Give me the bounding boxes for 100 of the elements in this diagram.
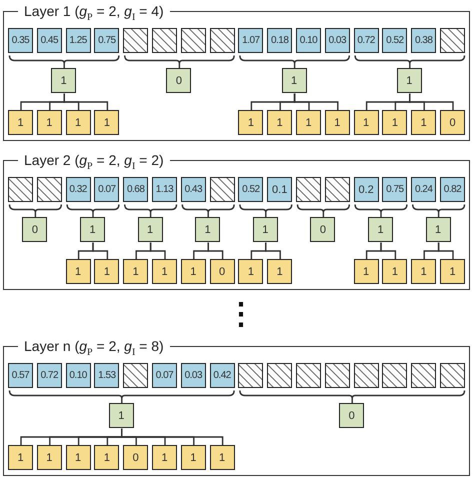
mask-bit-box: 1 — [382, 110, 408, 135]
value-cell: 0.72 — [354, 28, 379, 53]
value-cell: 1.07 — [238, 28, 264, 53]
group-flag-box: 1 — [195, 217, 220, 242]
vertical-ellipsis: ⋮ — [226, 298, 256, 332]
mask-bit-box: 1 — [411, 259, 436, 284]
value-cell: 0.45 — [36, 28, 62, 53]
mask-bit-box: 1 — [152, 259, 177, 284]
group-flag-box: 0 — [310, 217, 336, 242]
hatched-cell — [324, 177, 350, 202]
hatched-cell — [152, 28, 177, 53]
mask-bit-box: 1 — [238, 110, 264, 135]
mask-bit-box: 1 — [123, 259, 148, 284]
mask-bit-box: 0 — [440, 110, 465, 135]
value-cell: 0.2 — [354, 177, 379, 202]
mask-bit-box: 0 — [123, 445, 148, 470]
value-cell: 0.18 — [267, 28, 292, 53]
hatched-cell — [36, 177, 62, 202]
value-cell: 0.32 — [66, 177, 91, 202]
value-cell: 0.03 — [180, 363, 206, 388]
tree-connector — [265, 242, 281, 260]
hatched-cell — [123, 363, 148, 388]
hatched-cell — [411, 363, 436, 388]
value-cell: 0.82 — [440, 177, 465, 202]
group-flag-box: 1 — [426, 217, 451, 242]
mask-bit-box: 1 — [36, 445, 62, 470]
group-flag-box: 0 — [22, 217, 48, 242]
mask-bit-box: 1 — [66, 259, 91, 284]
value-cell: 0.07 — [94, 177, 120, 202]
value-cell: 0.72 — [36, 363, 62, 388]
group-flag-box: 1 — [80, 217, 105, 242]
hatched-cell — [324, 363, 350, 388]
value-cell: 0.10 — [66, 363, 91, 388]
hatched-cell — [123, 28, 148, 53]
mask-bit-box: 1 — [152, 445, 177, 470]
mask-bit-box: 1 — [296, 110, 321, 135]
mask-bit-box: 1 — [382, 259, 408, 284]
hatched-cell — [180, 28, 206, 53]
group-flag-box: 1 — [51, 68, 76, 93]
mask-bit-box: 1 — [8, 110, 33, 135]
group-flag-box: 0 — [339, 403, 364, 428]
mask-bit-box: 1 — [210, 445, 235, 470]
value-cell: 0.1 — [267, 177, 292, 202]
value-cell: 0.57 — [8, 363, 33, 388]
value-cell: 0.10 — [296, 28, 321, 53]
value-cell: 0.03 — [324, 28, 350, 53]
mask-bit-box: 1 — [354, 259, 379, 284]
value-cell: 0.42 — [210, 363, 235, 388]
mask-bit-box: 1 — [36, 110, 62, 135]
hatched-cell — [296, 363, 321, 388]
value-cell: 1.25 — [66, 28, 91, 53]
value-cell: 0.38 — [411, 28, 436, 53]
value-cell: 0.75 — [94, 28, 120, 53]
tree-connector — [409, 94, 454, 110]
value-cell: 1.13 — [152, 177, 177, 202]
hatched-cell — [382, 363, 408, 388]
mask-bit-box: 1 — [66, 110, 91, 135]
value-cell: 0.07 — [152, 363, 177, 388]
value-cell: 0.68 — [123, 177, 148, 202]
hatched-cell — [238, 363, 264, 388]
mask-bit-box: 1 — [94, 110, 120, 135]
mask-bit-box: 1 — [267, 110, 292, 135]
hatched-cell — [267, 363, 292, 388]
mask-bit-box: 1 — [238, 259, 264, 284]
hatched-cell — [440, 28, 465, 53]
group-flag-box: 1 — [368, 217, 393, 242]
mask-bit-box: 1 — [94, 445, 120, 470]
value-cell: 0.52 — [382, 28, 408, 53]
hatched-cell — [210, 177, 235, 202]
group-flag-box: 1 — [252, 217, 278, 242]
tree-connector — [150, 242, 166, 260]
mask-bit-box: 1 — [180, 445, 206, 470]
group-flag-box: 1 — [282, 68, 307, 93]
hatched-cell — [8, 177, 33, 202]
mask-bit-box: 1 — [94, 259, 120, 284]
value-cell: 0.75 — [382, 177, 408, 202]
hatched-cell — [296, 177, 321, 202]
hatched-cell — [440, 363, 465, 388]
mask-bit-box: 1 — [324, 110, 350, 135]
tree-connector — [64, 94, 108, 110]
mask-bit-box: 1 — [440, 259, 465, 284]
value-cell: 0.24 — [411, 177, 436, 202]
tree-connector — [438, 242, 454, 260]
hatched-cell — [354, 363, 379, 388]
hatched-cell — [210, 28, 235, 53]
group-flag-box: 1 — [138, 217, 163, 242]
tree-connector — [208, 242, 224, 260]
mask-bit-box: 1 — [8, 445, 33, 470]
mask-bit-box: 1 — [354, 110, 379, 135]
group-flag-box: 1 — [108, 403, 134, 428]
value-cell: 0.35 — [8, 28, 33, 53]
mask-bit-box: 1 — [411, 110, 436, 135]
value-cell: 0.52 — [238, 177, 264, 202]
mask-bit-box: 1 — [267, 259, 292, 284]
mask-bit-box: 1 — [66, 445, 91, 470]
mask-bit-box: 0 — [210, 259, 235, 284]
value-cell: 1.53 — [94, 363, 120, 388]
value-cell: 0.43 — [180, 177, 206, 202]
group-flag-box: 1 — [396, 68, 422, 93]
tree-connector — [92, 242, 108, 260]
